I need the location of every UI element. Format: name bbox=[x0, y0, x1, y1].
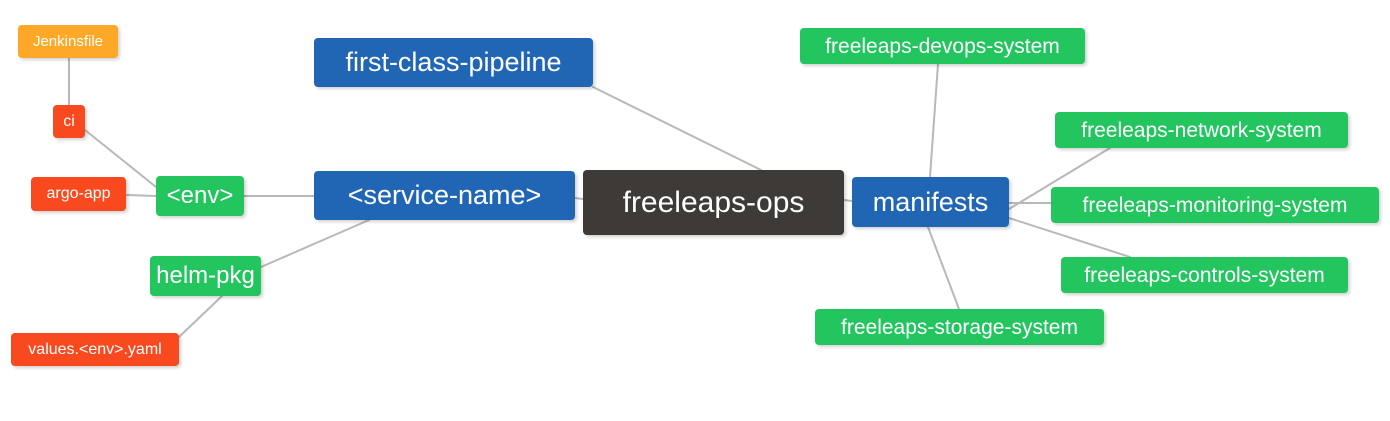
node-ci[interactable]: ci bbox=[53, 105, 85, 138]
node-label-service-name: <service-name> bbox=[347, 180, 542, 210]
node-env[interactable]: <env> bbox=[156, 176, 244, 216]
node-values-yaml[interactable]: values.<env>.yaml bbox=[11, 333, 179, 366]
node-controls-system[interactable]: freeleaps-controls-system bbox=[1061, 257, 1348, 293]
edge-manifests-to-storage-system bbox=[927, 226, 960, 310]
node-label-manifests: manifests bbox=[872, 186, 989, 217]
edge-manifests-to-devops-system bbox=[929, 63, 939, 178]
node-label-helm-pkg: helm-pkg bbox=[156, 262, 255, 289]
node-label-ci: ci bbox=[63, 112, 75, 130]
node-label-controls-system: freeleaps-controls-system bbox=[1084, 263, 1325, 287]
node-monitoring-system[interactable]: freeleaps-monitoring-system bbox=[1051, 187, 1379, 223]
node-argo-app[interactable]: argo-app bbox=[31, 177, 126, 211]
node-label-devops-system: freeleaps-devops-system bbox=[825, 34, 1060, 58]
node-label-first-class: first-class-pipeline bbox=[345, 47, 562, 77]
edge-argo-app-to-env bbox=[125, 194, 157, 197]
node-label-jenkinsfile: Jenkinsfile bbox=[32, 33, 104, 50]
node-jenkinsfile[interactable]: Jenkinsfile bbox=[18, 25, 118, 58]
node-manifests[interactable]: manifests bbox=[852, 177, 1009, 227]
node-network-system[interactable]: freeleaps-network-system bbox=[1055, 112, 1348, 148]
edge-freeleaps-ops-to-manifests bbox=[843, 199, 853, 202]
node-label-freeleaps-ops: freeleaps-ops bbox=[622, 185, 805, 219]
node-label-monitoring-system: freeleaps-monitoring-system bbox=[1082, 193, 1348, 217]
node-service-name[interactable]: <service-name> bbox=[314, 171, 575, 220]
node-helm-pkg[interactable]: helm-pkg bbox=[150, 256, 261, 296]
edge-first-class-to-freeleaps-ops bbox=[592, 86, 762, 171]
node-label-network-system: freeleaps-network-system bbox=[1081, 118, 1322, 142]
node-freeleaps-ops[interactable]: freeleaps-ops bbox=[583, 170, 844, 235]
node-label-env: <env> bbox=[166, 182, 234, 209]
edge-values-yaml-to-helm-pkg bbox=[178, 295, 223, 338]
node-label-storage-system: freeleaps-storage-system bbox=[841, 315, 1078, 339]
node-first-class[interactable]: first-class-pipeline bbox=[314, 38, 593, 87]
edge-helm-pkg-to-service-name bbox=[260, 219, 370, 268]
node-label-values-yaml: values.<env>.yaml bbox=[28, 340, 162, 358]
node-storage-system[interactable]: freeleaps-storage-system bbox=[815, 309, 1104, 345]
node-devops-system[interactable]: freeleaps-devops-system bbox=[800, 28, 1085, 64]
edge-service-name-to-freeleaps-ops bbox=[574, 197, 584, 200]
edge-manifests-to-controls-system bbox=[1008, 217, 1131, 258]
node-label-argo-app: argo-app bbox=[46, 185, 111, 202]
